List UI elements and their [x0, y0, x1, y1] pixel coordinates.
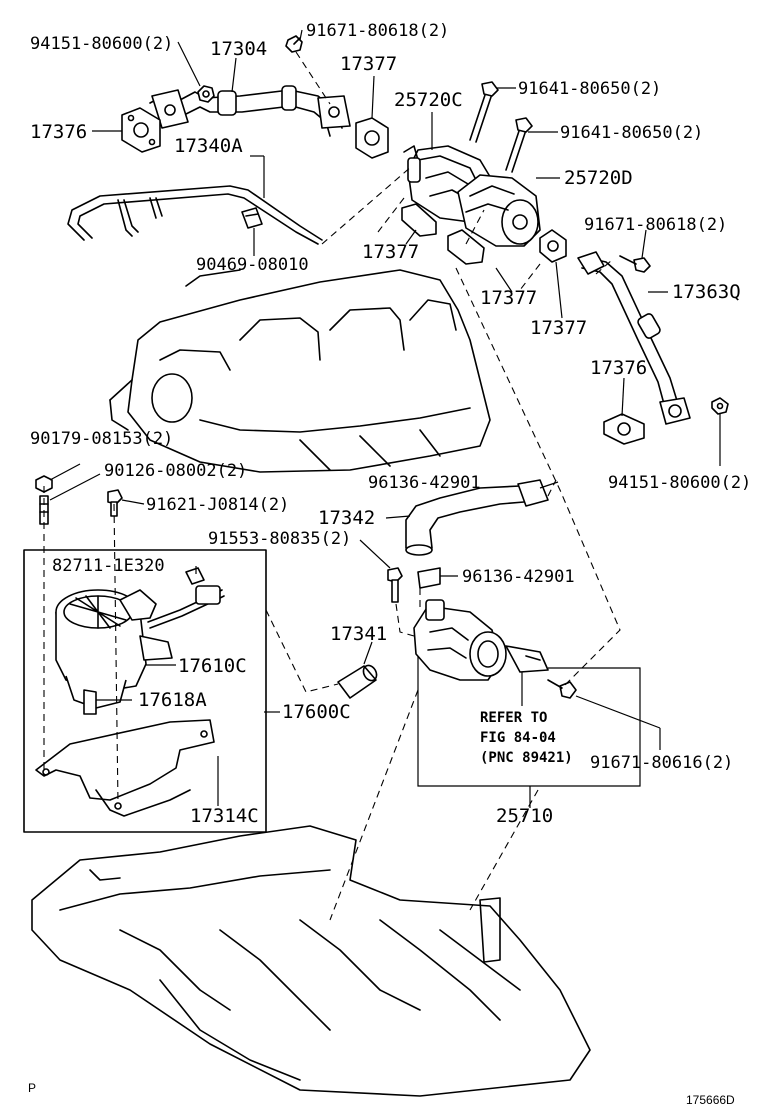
gasket-17376-left: [121, 107, 161, 153]
nut-94151-top: [197, 85, 215, 103]
label-17610c[interactable]: 17610C: [178, 655, 247, 677]
label-90179[interactable]: 90179-08153(2): [30, 429, 173, 449]
hose-17340a: [67, 185, 323, 245]
label-25720d[interactable]: 25720D: [564, 167, 633, 189]
pipe-17363q: [577, 251, 691, 425]
label-25720c[interactable]: 25720C: [394, 89, 463, 111]
label-82711[interactable]: 82711-1E320: [52, 556, 165, 576]
connector-82711: [185, 567, 205, 585]
label-94151-top[interactable]: 94151-80600(2): [30, 34, 173, 54]
label-refer-line3: (PNC 89421): [480, 750, 573, 766]
label-91641-a[interactable]: 91641-80650(2): [518, 79, 661, 99]
label-17618a[interactable]: 17618A: [138, 689, 207, 711]
assembly-box-17600c: [23, 549, 267, 833]
bracket-17314c: [35, 719, 215, 817]
label-25710[interactable]: 25710: [496, 805, 553, 827]
label-91553[interactable]: 91553-80835(2): [208, 529, 351, 549]
gasket-17377-mid-b: [447, 229, 485, 265]
bolt-91671-bottom: [547, 679, 577, 699]
dashed-assembly-lines: [43, 51, 621, 921]
label-17342[interactable]: 17342: [318, 507, 375, 529]
valve-25710: [413, 599, 549, 681]
nut-90179: [35, 475, 53, 493]
part-labels: 94151-80600(2) 17304 91671-80618(2) 1737…: [28, 21, 751, 1107]
pipe-17304: [149, 85, 351, 137]
label-17376-left[interactable]: 17376: [30, 121, 87, 143]
leader-lines: [49, 29, 721, 808]
hose-17342: [405, 479, 549, 556]
valve-25720d: [457, 174, 541, 247]
bolt-91553: [387, 567, 403, 603]
label-17377-c[interactable]: 17377: [480, 287, 537, 309]
gasket-17377-right: [539, 229, 567, 263]
label-91671-right[interactable]: 91671-80618(2): [584, 215, 727, 235]
air-pump-17610c: [55, 585, 225, 715]
label-94151-right[interactable]: 94151-80600(2): [608, 473, 751, 493]
label-17340a[interactable]: 17340A: [174, 135, 243, 157]
label-17377-b[interactable]: 17377: [362, 241, 419, 263]
label-figure-code: 175666D: [686, 1093, 735, 1107]
label-91671-bottom[interactable]: 91671-80616(2): [590, 753, 733, 773]
label-17314c[interactable]: 17314C: [190, 805, 259, 827]
label-corner-p: P: [28, 1081, 36, 1095]
label-17341[interactable]: 17341: [330, 623, 387, 645]
clamp-90469: [241, 207, 263, 229]
label-refer-line2: FIG 84-04: [480, 730, 556, 746]
label-91621[interactable]: 91621-J0814(2): [146, 495, 289, 515]
bolt-91641-b: [505, 117, 533, 173]
label-17376-right[interactable]: 17376: [590, 357, 647, 379]
bolt-91621: [107, 489, 123, 517]
bolt-91671-right: [619, 255, 651, 273]
label-96136-b[interactable]: 96136-42901: [462, 567, 575, 587]
label-refer-line1: REFER TO: [480, 710, 547, 726]
gasket-17376-right: [603, 413, 645, 445]
label-17377-d[interactable]: 17377: [530, 317, 587, 339]
label-91671-top[interactable]: 91671-80618(2): [306, 21, 449, 41]
gasket-17377-mid-a: [401, 203, 437, 237]
engine-block: [31, 825, 591, 1097]
label-17363q[interactable]: 17363Q: [672, 281, 741, 303]
intake-manifold: [109, 269, 491, 473]
clip-96136-b: [417, 567, 441, 589]
label-17377-a[interactable]: 17377: [340, 53, 397, 75]
hose-17341: [337, 664, 378, 699]
nut-94151-right: [711, 397, 729, 415]
bolt-91641-a: [469, 81, 499, 143]
gasket-17377-top: [355, 117, 389, 159]
label-90126[interactable]: 90126-08002(2): [104, 461, 247, 481]
label-17600c[interactable]: 17600C: [282, 701, 351, 723]
label-17304[interactable]: 17304: [210, 38, 267, 60]
label-91641-b[interactable]: 91641-80650(2): [560, 123, 703, 143]
bolt-91671-top: [285, 35, 303, 53]
label-90469[interactable]: 90469-08010: [196, 255, 309, 275]
label-96136-a[interactable]: 96136-42901: [368, 473, 481, 493]
